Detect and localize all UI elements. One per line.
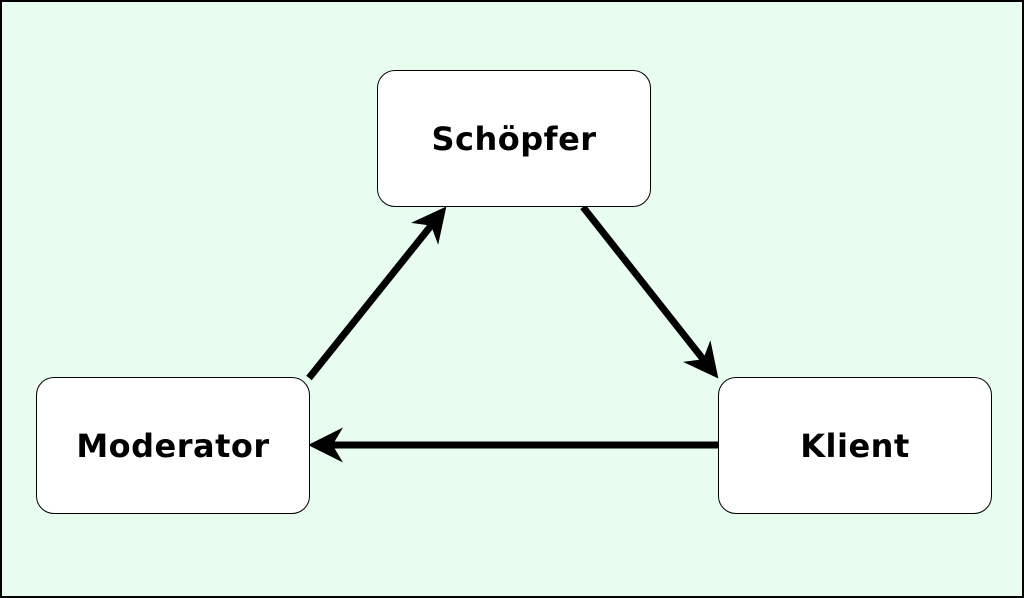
arrow-moderator-to-schoepfer	[306, 206, 447, 381]
node-schoepfer: Schöpfer	[377, 70, 651, 207]
node-label-klient: Klient	[800, 426, 910, 465]
node-klient: Klient	[718, 377, 992, 514]
arrow-schoepfer-to-klient	[580, 204, 719, 379]
node-label-moderator: Moderator	[76, 426, 270, 465]
node-label-schoepfer: Schöpfer	[431, 119, 597, 158]
node-moderator: Moderator	[36, 377, 310, 514]
